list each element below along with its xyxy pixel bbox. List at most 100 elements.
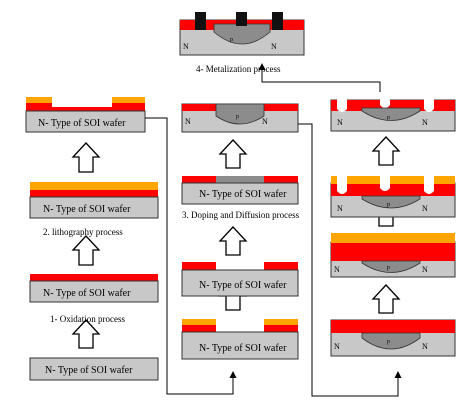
metal-contact-left — [195, 12, 206, 30]
resist-left — [26, 97, 52, 104]
contact-window-right — [424, 99, 434, 112]
p-region-label: p — [387, 265, 390, 271]
doped-region — [216, 176, 264, 183]
col1-oxidized-wafer: N- Type of SOI wafer — [29, 274, 159, 303]
oxide-left — [26, 103, 52, 111]
oxide-layer — [331, 242, 455, 261]
col2-resist-pattern: N- Type of SOI wafer — [181, 319, 299, 360]
oxide-center — [52, 107, 112, 111]
n-region-label: N — [422, 118, 428, 127]
wafer-substrate — [29, 196, 159, 219]
p-diffusion-region — [361, 107, 421, 121]
contact-window-left — [337, 176, 347, 194]
connector-line — [258, 63, 381, 92]
step-label-doping: 3. Doping and Diffusion process — [182, 210, 300, 220]
oxide-right — [264, 104, 298, 111]
p-region-label: p — [387, 115, 390, 121]
wafer-substrate — [181, 269, 299, 297]
n-region-label: N — [337, 204, 343, 213]
col2-diffusion: N p N — [181, 103, 299, 133]
connector-line — [145, 117, 237, 395]
oxide-layer — [30, 190, 158, 197]
step-label-metalization: 4- Metalization process — [196, 64, 281, 74]
step-label-oxidation: 1- Oxidation process — [50, 314, 125, 324]
p-diffusion-region — [361, 260, 421, 273]
up-arrow-icon — [371, 284, 401, 314]
n-region-label: N — [271, 42, 277, 51]
col2-oxide-window: N- Type of SOI wafer — [181, 262, 299, 297]
contact-window-center — [380, 176, 390, 191]
oxide-right — [112, 103, 145, 111]
step-label-lithography: 2. lithography process — [43, 227, 123, 237]
col3-resist-cover: N p N — [330, 233, 456, 278]
wafer-label: N- Type of SOI wafer — [38, 118, 126, 129]
oxide-layer — [30, 274, 158, 281]
up-arrow-icon — [371, 136, 401, 166]
metal-contact-center — [236, 12, 247, 26]
wafer-label: N- Type of SOI wafer — [199, 280, 287, 291]
up-arrow-icon — [218, 139, 248, 169]
wafer-substrate — [181, 182, 299, 205]
wafer-label: N- Type of SOI wafer — [43, 204, 131, 215]
wafer-substrate — [29, 280, 159, 303]
p-region-label: p — [387, 202, 390, 208]
p-region-label: p — [387, 339, 390, 345]
contact-window-center — [380, 99, 390, 108]
oxide-layer — [331, 100, 455, 111]
oxide-layer — [331, 183, 455, 196]
contact-window-left — [337, 99, 347, 112]
up-arrow-icon — [71, 235, 101, 266]
wafer-substrate — [25, 110, 146, 133]
p-diffusion-region — [213, 23, 271, 45]
col3-contact-windows: N p N — [330, 176, 456, 218]
n-region-label: N — [183, 42, 189, 51]
p-region-label: p — [230, 37, 233, 43]
wafer-label: N- Type of SOI wafer — [43, 288, 131, 299]
col3-oxide-cover: N p N — [330, 319, 456, 357]
n-region-label: N — [422, 265, 428, 274]
connector-line — [298, 123, 402, 397]
n-region-label: N — [334, 265, 340, 274]
n-region-label: N — [422, 204, 428, 213]
col2-doped-layer: N- Type of SOI wafer — [181, 176, 299, 205]
up-arrow-icon — [71, 319, 101, 349]
oxide-left — [182, 104, 216, 111]
col1-resist-wafer: N- Type of SOI wafer — [29, 182, 159, 219]
n-region-label: N — [334, 342, 340, 351]
wafer-label: N- Type of SOI wafer — [199, 189, 287, 200]
oxide-left — [182, 325, 216, 332]
n-region-label: N — [422, 342, 428, 351]
col1-bare-wafer: N- Type of SOI wafer — [29, 357, 159, 381]
resist-layer — [331, 233, 455, 243]
metal-contact-right — [272, 12, 283, 30]
up-arrow-icon — [71, 142, 101, 173]
oxide-right — [264, 262, 298, 270]
p-diffusion-region — [361, 195, 421, 209]
wafer-label: N- Type of SOI wafer — [199, 343, 287, 354]
wafer-label: N- Type of SOI wafer — [45, 365, 133, 376]
contact-window-right — [424, 176, 434, 194]
resist-right — [264, 319, 298, 325]
oxide-right — [264, 325, 298, 332]
col3-oxide-windows: N p N — [330, 99, 456, 132]
oxide-right — [264, 176, 298, 183]
n-region-label: N — [262, 117, 268, 126]
n-region-label: N — [185, 117, 191, 126]
oxide-layer — [331, 320, 455, 333]
oxide-left — [182, 262, 216, 270]
n-region-label: N — [337, 118, 343, 127]
up-arrow-icon — [218, 226, 248, 256]
resist-left — [182, 319, 216, 325]
metalized-device: N p N — [179, 12, 305, 56]
resist-layer — [30, 182, 158, 190]
col1-patterned-wafer: N- Type of SOI wafer — [25, 97, 146, 133]
p-region-label: p — [236, 114, 239, 120]
p-diffusion-region — [215, 103, 265, 125]
resist-layer — [331, 176, 455, 184]
oxide-left — [182, 176, 216, 183]
wafer-substrate — [181, 331, 299, 360]
wafer-substrate — [29, 357, 159, 381]
p-diffusion-region — [361, 332, 421, 350]
